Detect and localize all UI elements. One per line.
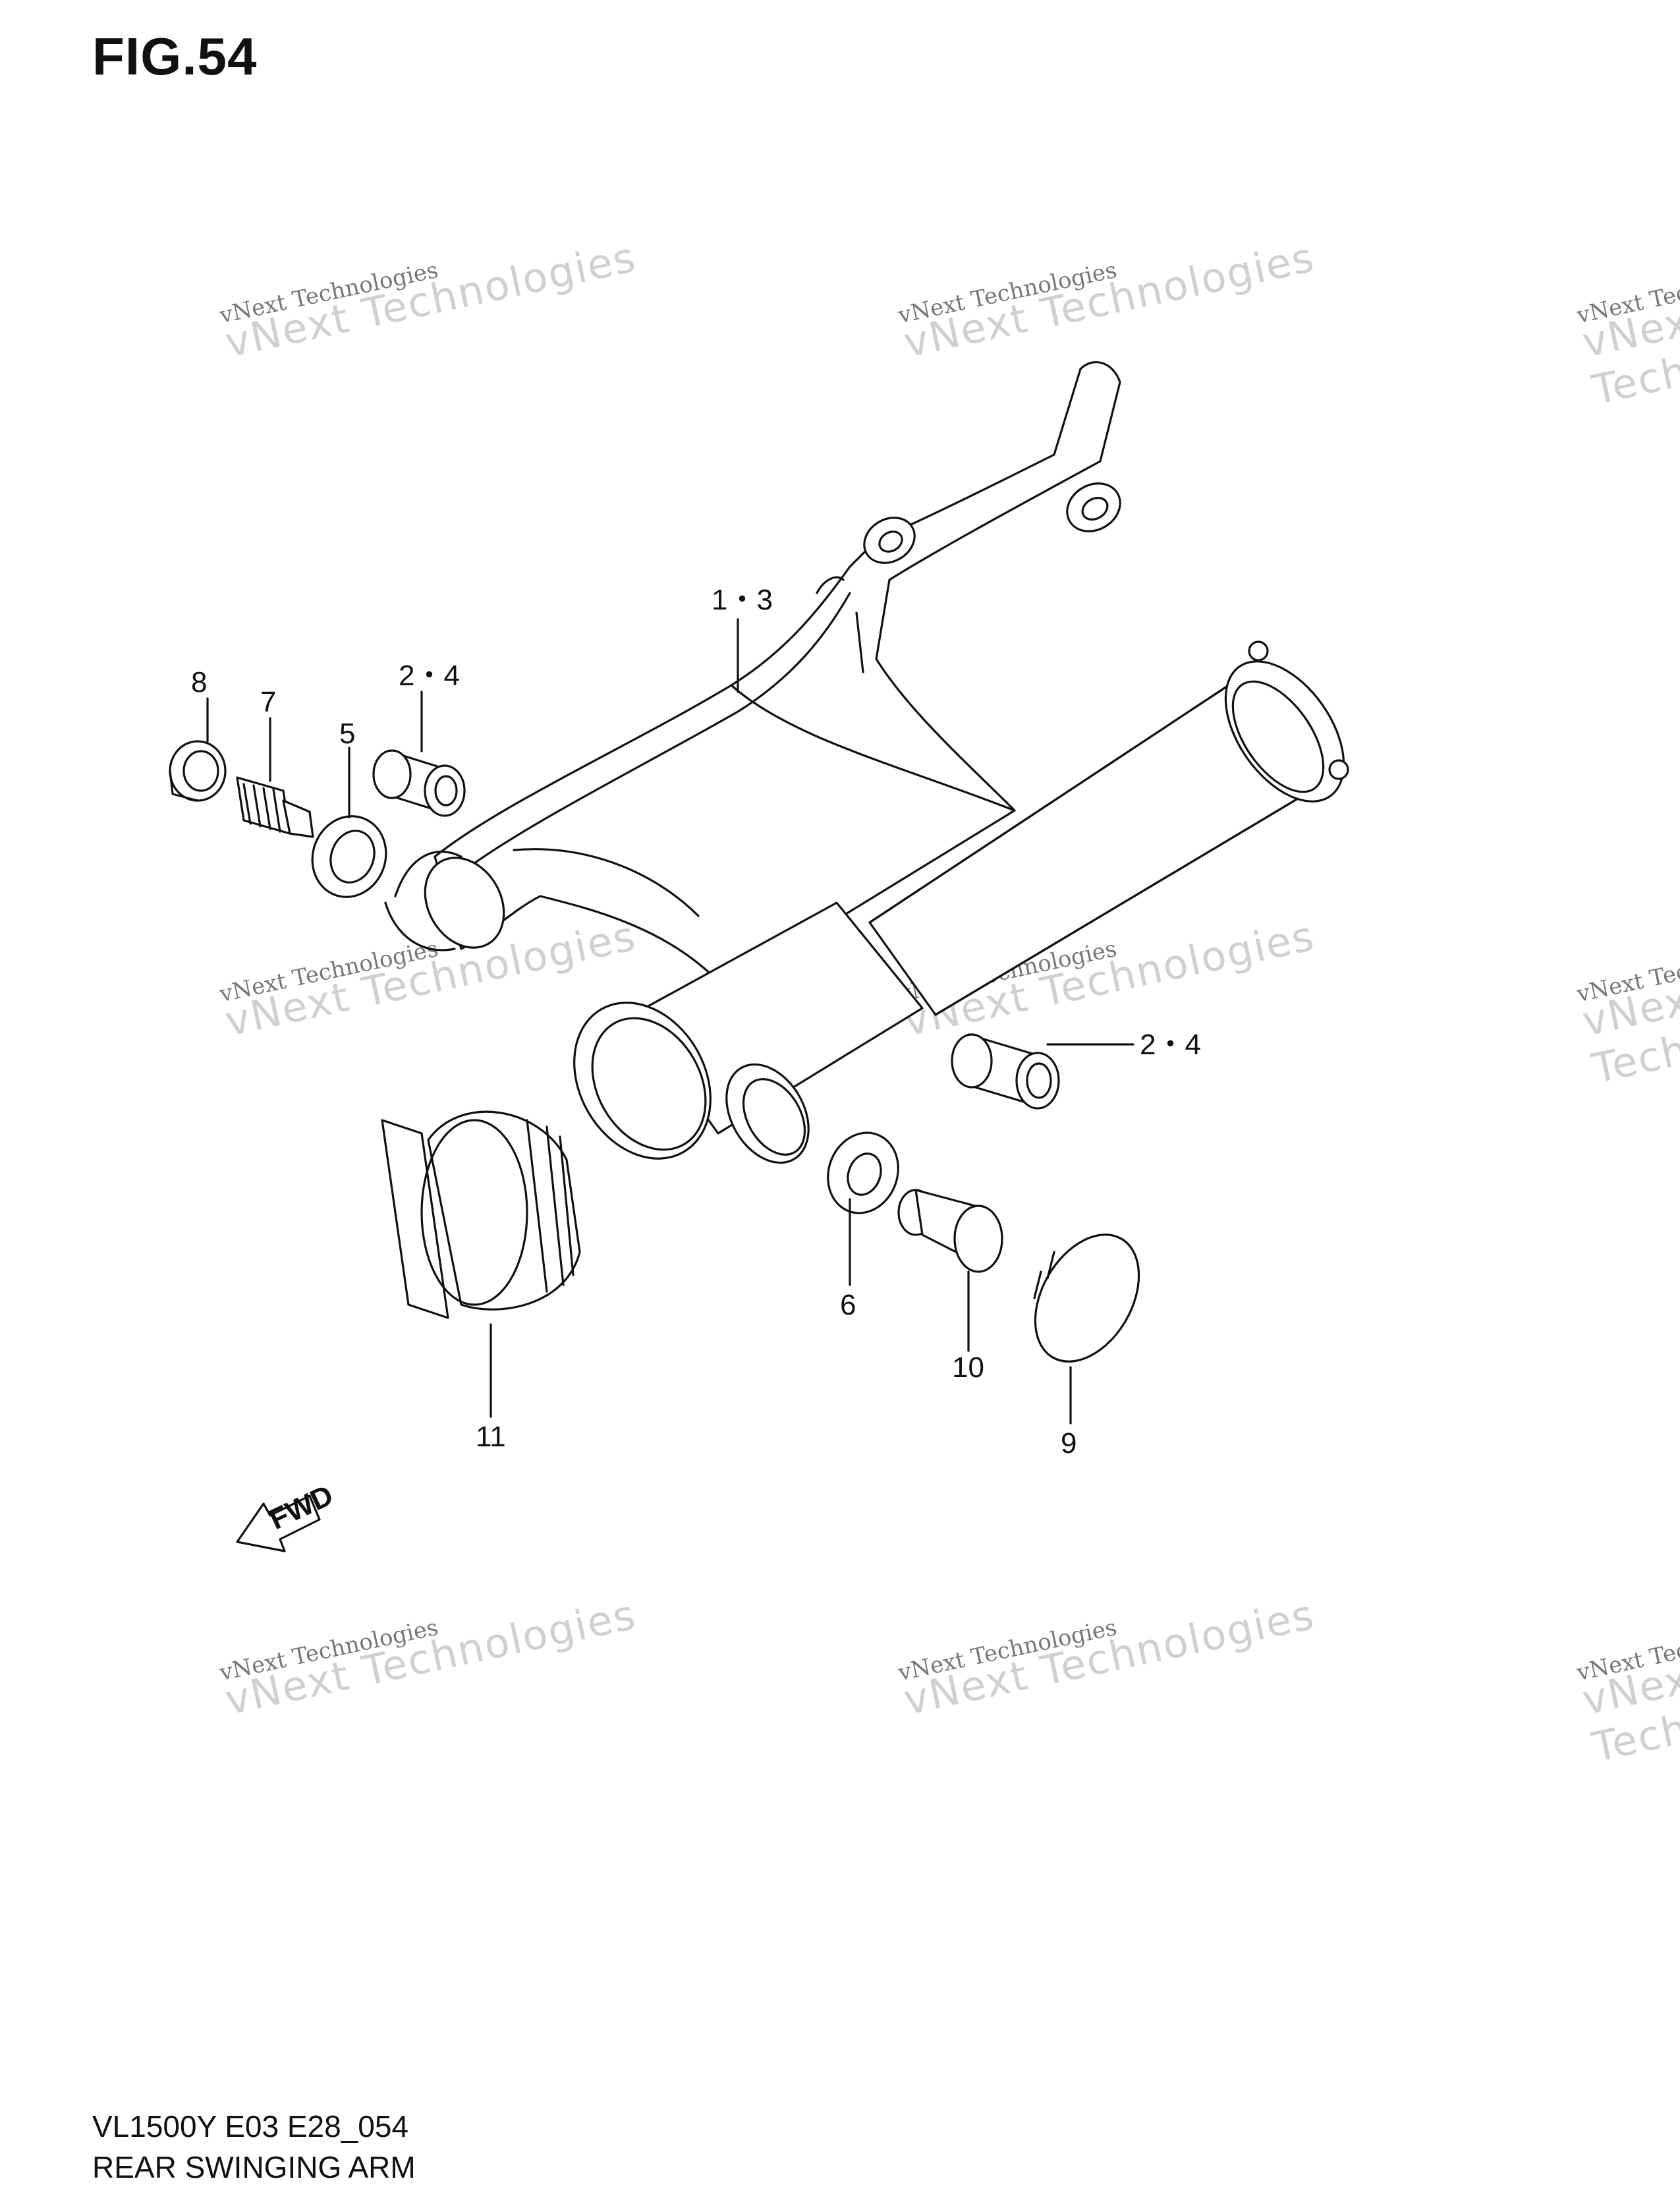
callout-7: 7 bbox=[260, 686, 276, 718]
part-5-bearing bbox=[311, 815, 387, 898]
leader-lines bbox=[206, 618, 1134, 1425]
callout-2-4-top: 2・4 bbox=[399, 660, 460, 692]
part-2-4-bushing-top bbox=[372, 749, 466, 817]
callout-11: 11 bbox=[476, 1421, 506, 1453]
fwd-arrow-icon: FWD bbox=[236, 1479, 338, 1552]
part-10-bolt bbox=[897, 1189, 1003, 1273]
callout-1-3: 1・3 bbox=[712, 584, 773, 616]
swing-arm-frame bbox=[384, 361, 1121, 990]
part-9-cap bbox=[1033, 1234, 1140, 1363]
part-6-bearing bbox=[827, 1131, 899, 1214]
part-8-nut bbox=[169, 740, 227, 802]
figure-title: FIG.54 bbox=[92, 27, 258, 86]
callout-6: 6 bbox=[840, 1289, 856, 1321]
callout-2-4-right: 2・4 bbox=[1140, 1029, 1201, 1061]
part-name: REAR SWINGING ARM bbox=[92, 2150, 416, 2184]
drive-shaft-tube bbox=[573, 640, 1349, 1164]
part-7-bolt bbox=[236, 776, 314, 838]
callout-9: 9 bbox=[1061, 1427, 1077, 1460]
model-code: VL1500Y E03 E28_054 bbox=[92, 2109, 409, 2143]
part-11-boot bbox=[381, 1110, 581, 1319]
callout-8: 8 bbox=[191, 666, 207, 698]
callout-10: 10 bbox=[952, 1351, 984, 1384]
part-2-4-bushing-right bbox=[951, 1033, 1060, 1110]
callout-5: 5 bbox=[339, 718, 355, 750]
